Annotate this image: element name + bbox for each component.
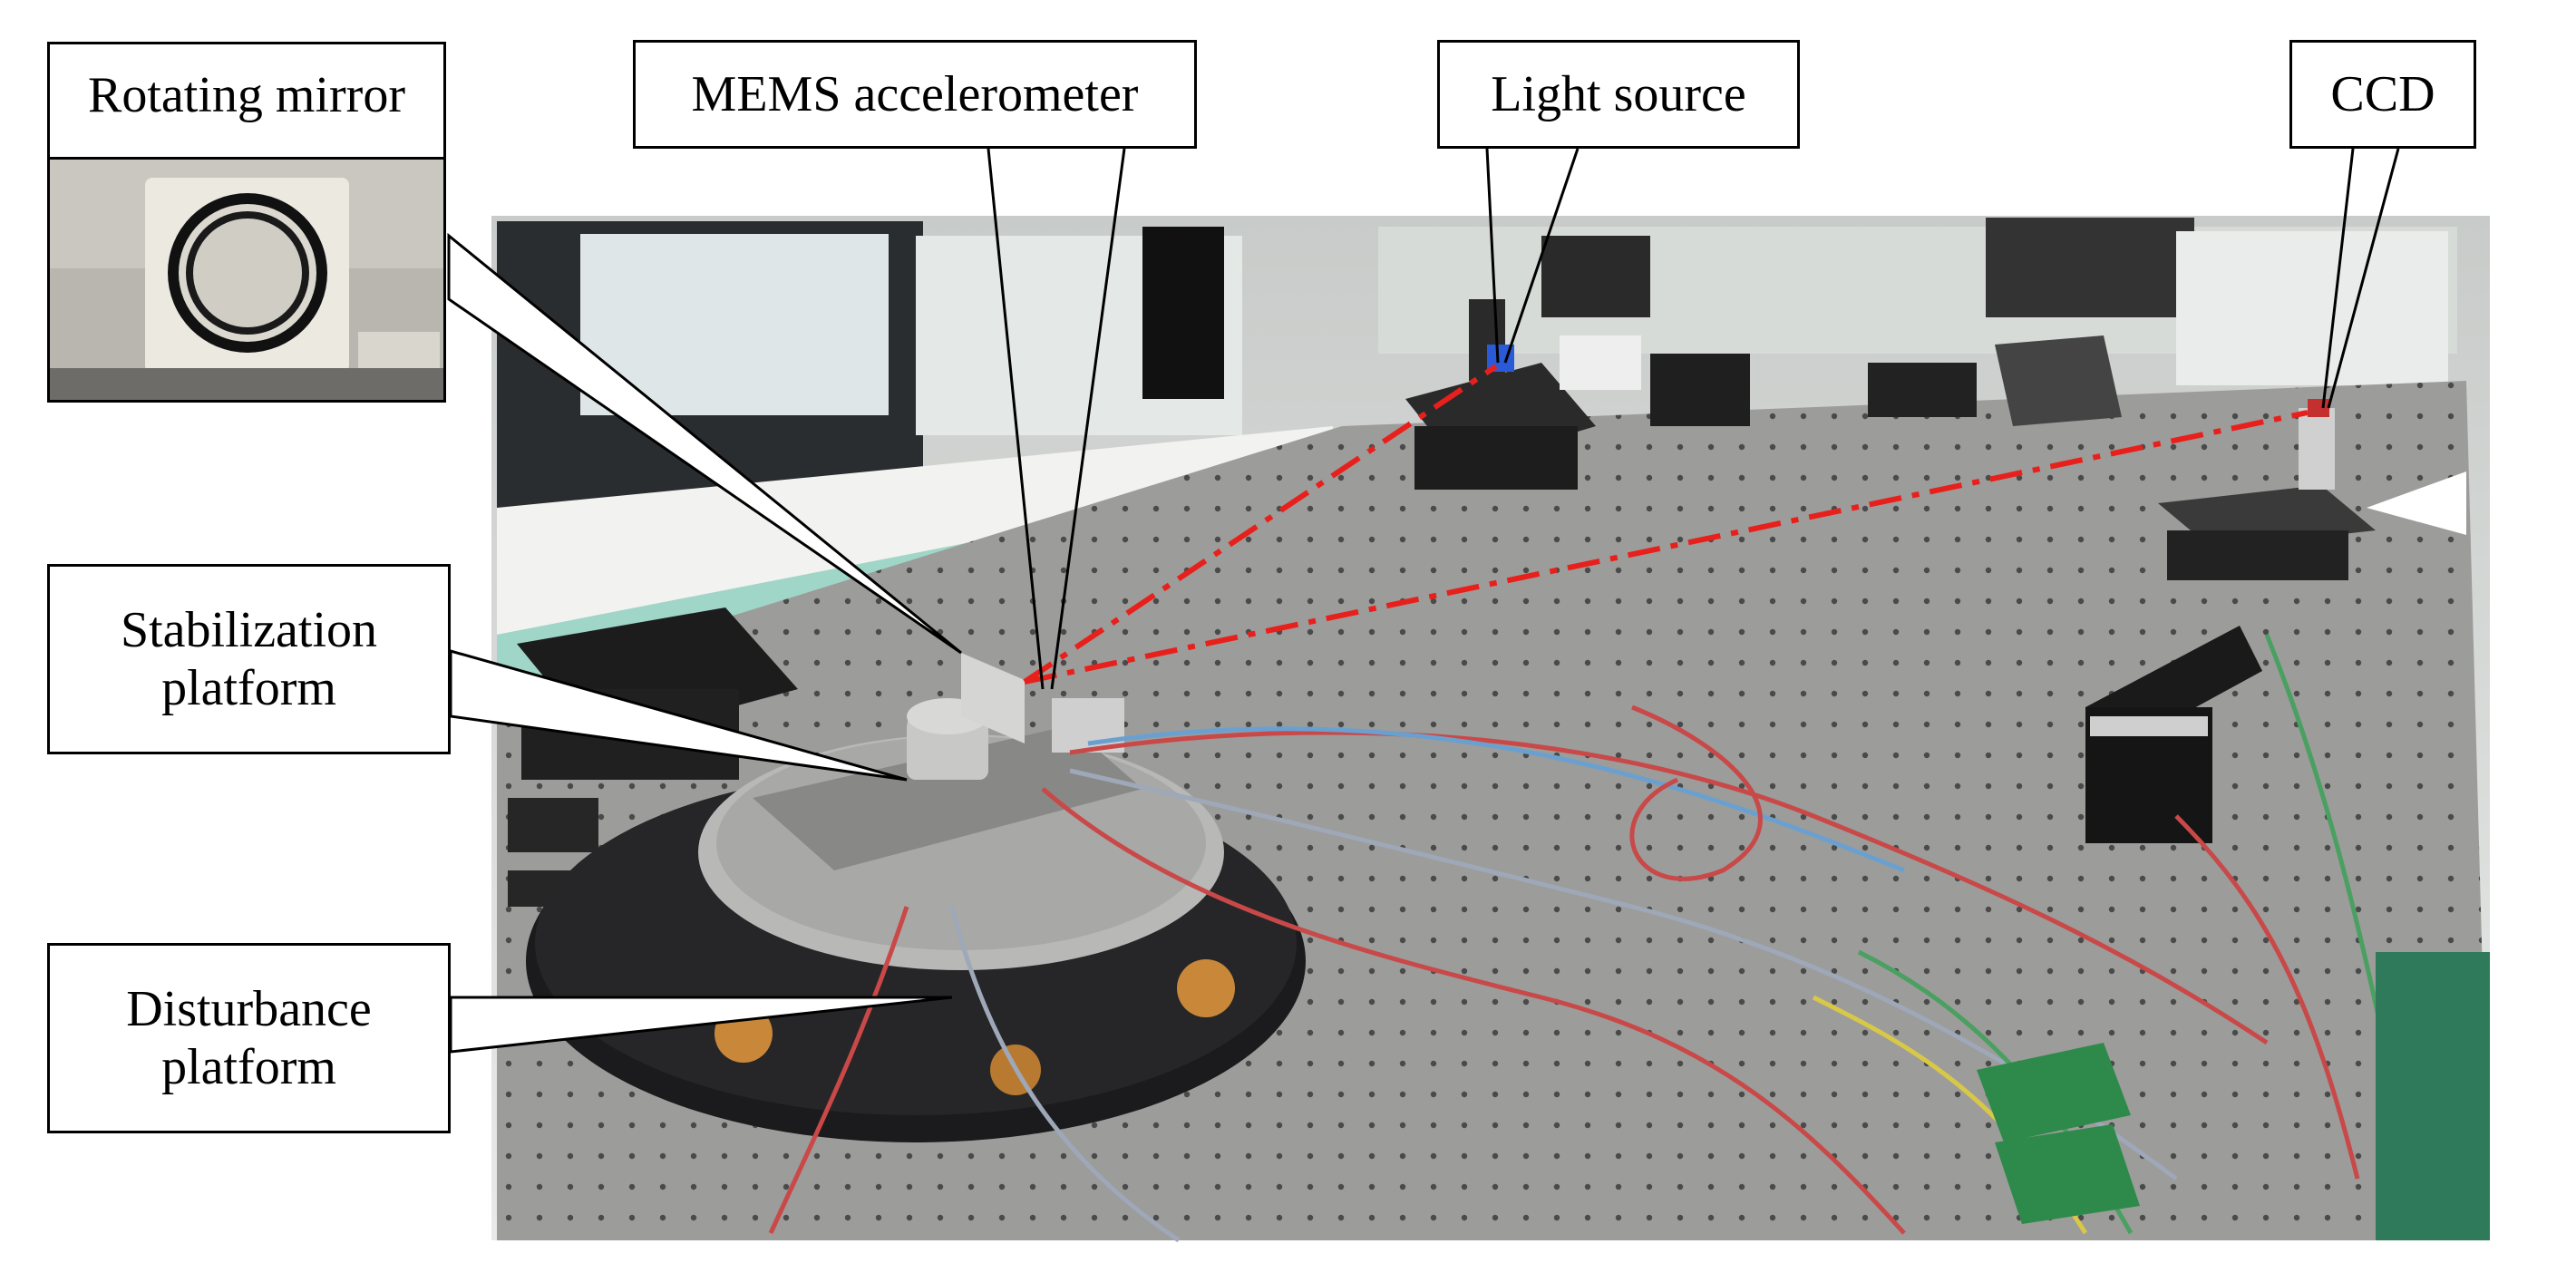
stabilization-platform-assembly — [698, 653, 1224, 970]
label-mems-accelerometer: MEMS accelerometer — [633, 40, 1197, 149]
label-ccd: CCD — [2289, 40, 2476, 149]
label-stabilization-line1: Stabilization — [120, 601, 378, 658]
laser-paths — [1023, 364, 2309, 685]
label-rotating-mirror: Rotating mirror — [47, 42, 446, 160]
rotating-mirror-closeup — [50, 160, 443, 400]
controller-box — [2085, 626, 2262, 843]
label-stabilization-line2: platform — [161, 660, 336, 716]
label-disturbance-line2: platform — [161, 1039, 336, 1095]
label-disturbance-line1: Disturbance — [126, 980, 372, 1037]
rotating-mirror-inset — [47, 160, 446, 403]
label-stabilization-platform: Stabilization platform — [47, 564, 451, 754]
label-light-source: Light source — [1437, 40, 1800, 149]
callout-leaders — [447, 148, 2400, 1054]
background-equipment — [1560, 335, 2122, 426]
circuit-boards — [1977, 952, 2490, 1240]
label-disturbance-platform: Disturbance platform — [47, 943, 451, 1133]
